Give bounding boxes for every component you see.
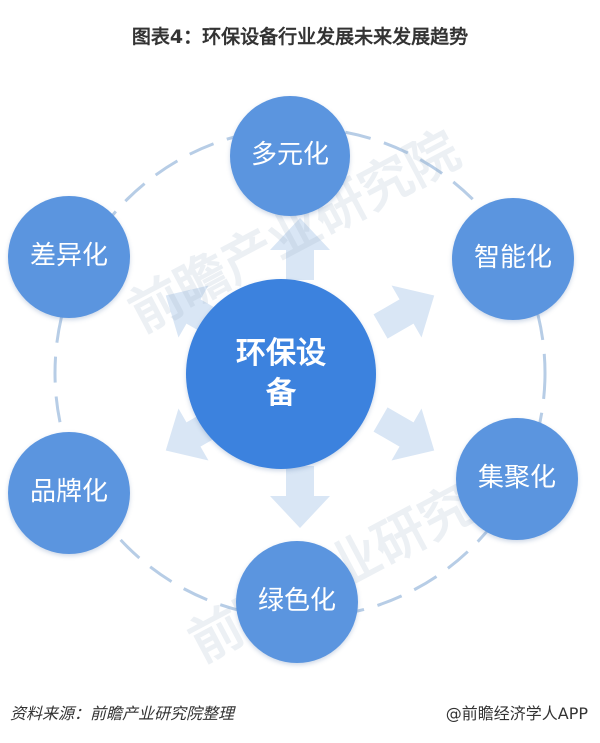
arrow-lower-right: [373, 407, 435, 461]
arrow-upper-right: [373, 285, 435, 339]
node-duoyuan: 多元化: [230, 96, 350, 216]
node-label: 差异化: [29, 241, 108, 272]
node-label: 品牌化: [29, 477, 108, 508]
figure-title: 图表4：环保设备行业发展未来发展趋势: [131, 26, 469, 48]
arrow-up: [270, 218, 330, 280]
brand-credit: @前瞻经济学人APP: [445, 704, 588, 723]
node-label: 多元化: [250, 140, 329, 171]
center-node: 环保设备: [186, 279, 376, 469]
node-jiju: 集聚化: [456, 418, 578, 540]
node-label: 集聚化: [477, 463, 556, 494]
center-label: 环保设备: [236, 335, 326, 412]
node-lvse: 绿色化: [236, 541, 358, 663]
node-pinpai: 品牌化: [8, 432, 130, 554]
node-label: 智能化: [473, 243, 552, 274]
arrow-down: [270, 466, 330, 528]
node-label: 绿色化: [257, 586, 336, 617]
source-note: 资料来源：前瞻产业研究院整理: [10, 704, 235, 723]
node-chayi: 差异化: [8, 196, 130, 318]
node-zhineng: 智能化: [452, 198, 574, 320]
